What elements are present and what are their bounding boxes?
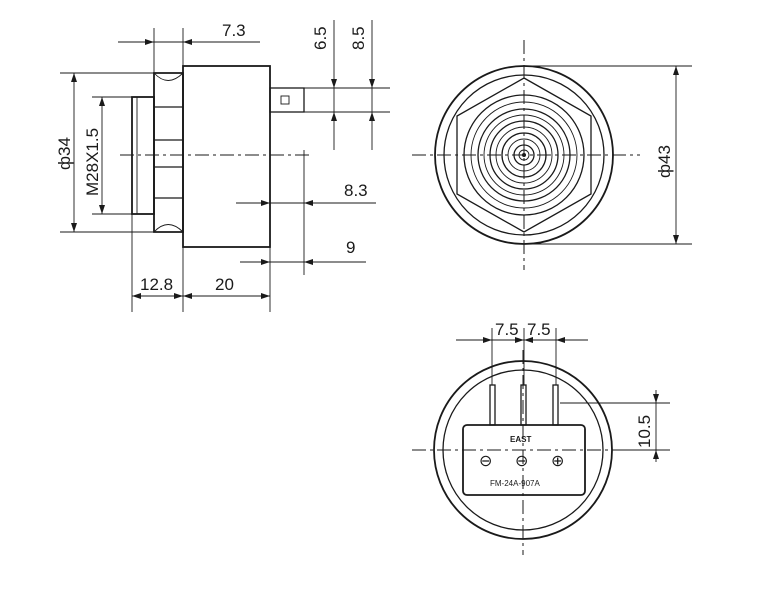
terminal-1 xyxy=(489,384,496,426)
label-brand: EAST xyxy=(510,435,531,444)
dim-10-5: 10.5 xyxy=(635,415,654,448)
dim-8-5: 8.5 xyxy=(349,26,368,50)
terminal-symbol-1: ⊖ xyxy=(479,453,492,470)
dim-m28x1-5: M28X1.5 xyxy=(83,128,102,196)
label-model: FM-24A-907A xyxy=(490,479,540,488)
dim-phi43: ф43 xyxy=(655,145,674,178)
label-plate xyxy=(462,424,586,496)
dim-20: 20 xyxy=(215,275,234,294)
dim-9: 9 xyxy=(346,238,355,257)
front-view: ф43 xyxy=(412,40,692,270)
terminal-3 xyxy=(552,384,559,426)
dim-phi34: ф34 xyxy=(55,137,74,170)
dim-12-8: 12.8 xyxy=(140,275,173,294)
terminal-symbol-2: ⊖ xyxy=(515,453,528,470)
dim-7-5-right: 7.5 xyxy=(527,320,551,339)
dim-8-3: 8.3 xyxy=(344,181,368,200)
side-view: 7.3 6.5 8.5 ф34 M28X1.5 8.3 9 xyxy=(55,20,390,312)
housing-body xyxy=(182,65,271,248)
dim-6-5: 6.5 xyxy=(311,26,330,50)
hex-outline xyxy=(456,77,592,233)
hex-nut xyxy=(153,72,184,233)
terminal-symbol-3: ⊕ xyxy=(551,453,564,470)
terminal-tab xyxy=(269,87,305,113)
dim-7-5-left: 7.5 xyxy=(495,320,519,339)
rear-view: 7.5 7.5 10.5 EAST ⊖ ⊖ ⊕ FM-24A-907A xyxy=(412,320,670,555)
dim-7-3: 7.3 xyxy=(222,21,246,40)
